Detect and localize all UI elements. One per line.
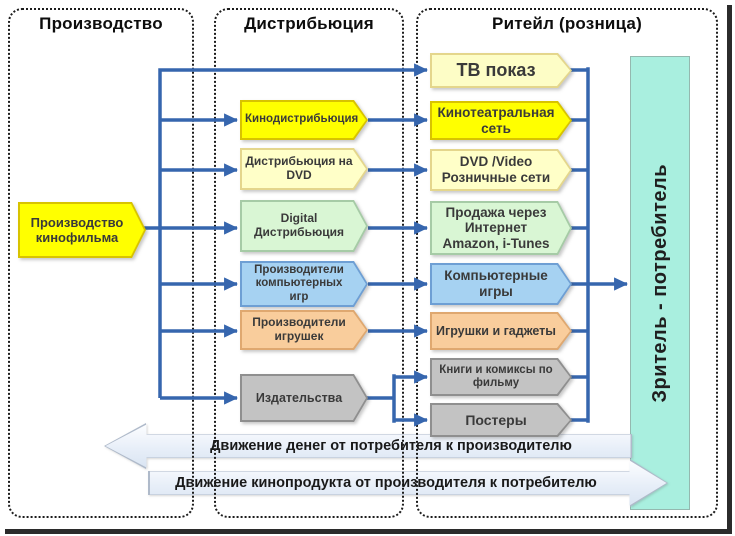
box-film-production-label: Производство кинофильма [30, 214, 124, 245]
box-theatrical-distribution: Кинодистрибьюция [240, 100, 368, 140]
box-dvd-retail-label: DVD /Video Розничные сети [441, 154, 551, 185]
column-header-production: Производство [39, 14, 163, 33]
box-digital-distribution-label: Digital Дистрибьюция [254, 211, 344, 239]
consumer-label: Зритель - потребитель [648, 163, 671, 403]
flow-arrow-money-label: Движение денег от потребителя к производ… [210, 438, 572, 454]
box-internet-sales: Продажа через Интернет Amazon, i-Tunes [430, 201, 572, 255]
box-game-producers: Производители компьютерных игр [240, 261, 368, 307]
box-toys-gadgets-label: Игрушки и гаджеты [436, 323, 556, 338]
box-publishers-label: Издательства [255, 390, 343, 405]
box-dvd-retail: DVD /Video Розничные сети [430, 149, 572, 191]
box-consumer: Зритель - потребитель [630, 56, 690, 510]
box-dvd-distribution-label: Дистрибьюция на DVD [245, 154, 353, 182]
box-cinema-network-label: Кинотеатральная сеть [437, 104, 555, 136]
box-tv-broadcast: ТВ показ [430, 53, 572, 88]
box-books-comics: Книги и комиксы по фильму [430, 358, 572, 396]
box-toys-gadgets: Игрушки и гаджеты [430, 312, 572, 350]
box-dvd-distribution: Дистрибьюция на DVD [240, 148, 368, 190]
box-toy-producers: Производители игрушек [240, 310, 368, 350]
box-publishers: Издательства [240, 374, 368, 422]
box-computer-games: Компьютерные игры [430, 263, 572, 305]
flow-arrow-product-label: Движение кинопродукта от производителя к… [175, 475, 597, 491]
box-posters-label: Постеры [465, 411, 527, 428]
box-books-comics-label: Книги и комиксы по фильму [439, 363, 553, 389]
box-digital-distribution: Digital Дистрибьюция [240, 200, 368, 252]
box-tv-broadcast-label: ТВ показ [456, 60, 536, 81]
box-film-production: Производство кинофильма [18, 202, 146, 258]
column-header-distribution: Дистрибьюция [244, 14, 374, 33]
box-cinema-network: Кинотеатральная сеть [430, 101, 572, 140]
film-distribution-diagram: Зритель - потребитель Движение денег от … [8, 8, 718, 518]
box-internet-sales-label: Продажа через Интернет Amazon, i-Tunes [442, 204, 550, 251]
box-theatrical-distribution-label: Кинодистрибьюция [245, 113, 359, 126]
box-toy-producers-label: Производители игрушек [252, 315, 346, 343]
column-header-retail: Ритейл (розница) [492, 14, 642, 33]
box-game-producers-label: Производители компьютерных игр [254, 264, 344, 303]
box-posters: Постеры [430, 403, 572, 437]
box-computer-games-label: Компьютерные игры [444, 268, 548, 299]
flow-arrow-product: Движение кинопродукта от производителя к… [148, 459, 668, 507]
